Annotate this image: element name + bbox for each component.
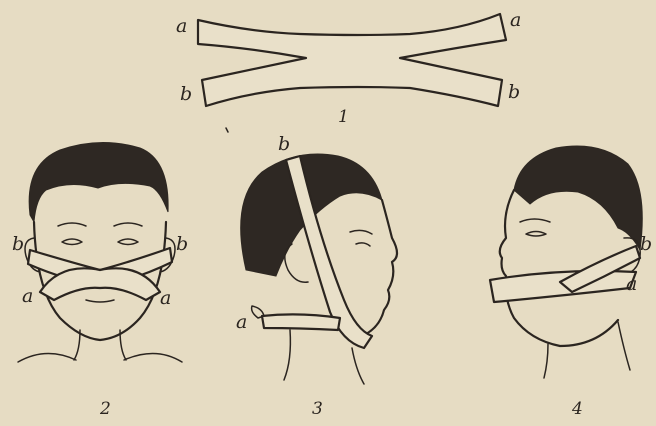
sling-bandage-drawing: a a b b 1 (176, 9, 521, 132)
strip-end-a-left: a (176, 15, 187, 37)
figure-number-1: 1 (338, 107, 349, 127)
front-shoulder-left (18, 353, 76, 362)
front-label-a-left: a (22, 285, 33, 307)
front-label-a-right: a (160, 287, 171, 309)
front-label-b-right: b (176, 233, 188, 255)
front-neck-left (74, 330, 80, 360)
side-neck-back (284, 330, 290, 380)
three-quarter-eye (526, 232, 546, 237)
front-hair (29, 142, 168, 222)
front-left-eye (62, 239, 82, 245)
three-quarter-hair (514, 146, 642, 250)
strip-end-a-right: a (510, 9, 521, 31)
side-brow (350, 230, 372, 234)
side-eye (356, 243, 370, 246)
front-label-b-left: b (12, 233, 24, 255)
figure-number-3: 3 (312, 399, 323, 419)
three-quarter-label-b: b (640, 233, 652, 255)
side-knot (252, 306, 264, 318)
side-view-figure: b a 3 (236, 133, 397, 419)
three-quarter-neck-front (544, 344, 548, 378)
strip-end-b-right: b (508, 81, 520, 103)
strip-end-b-left: b (180, 83, 192, 105)
front-mouth (86, 300, 114, 302)
side-neck-front (352, 348, 364, 384)
bandage-strip (198, 14, 506, 106)
ink-speck (226, 128, 228, 132)
front-shoulder-right (124, 353, 182, 362)
three-quarter-brow (520, 219, 550, 222)
front-right-eye (118, 239, 138, 245)
figure-number-2: 2 (99, 399, 111, 419)
side-label-b: b (278, 133, 290, 155)
three-quarter-neck-back (618, 322, 630, 370)
side-label-a: a (236, 311, 247, 333)
figure-number-4: 4 (571, 399, 583, 419)
three-quarter-view-figure: b a 4 (490, 146, 652, 419)
three-quarter-mouth-bandage (490, 271, 636, 302)
three-quarter-label-a: a (626, 273, 637, 295)
front-left-brow (58, 223, 86, 226)
front-right-brow (114, 223, 142, 226)
front-view-figure: b b a a 2 (12, 142, 188, 419)
side-neck-tie (262, 314, 340, 330)
